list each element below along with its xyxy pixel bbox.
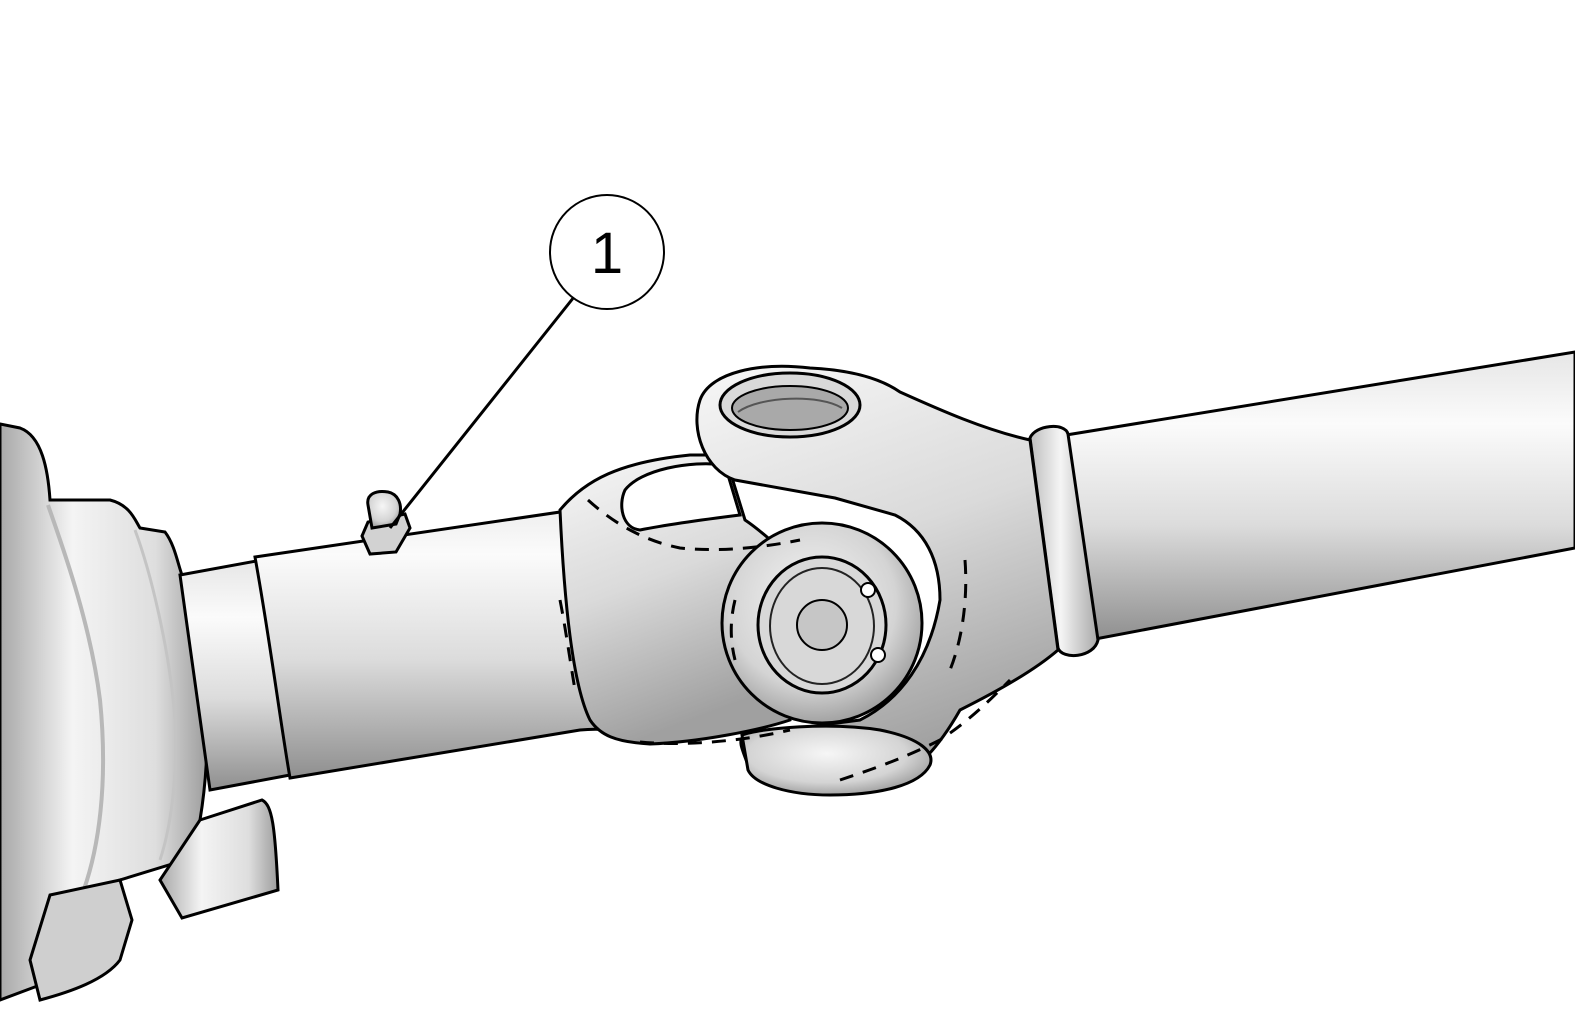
housing-lower-mount (28, 878, 134, 1002)
callout-leader-line (388, 296, 576, 529)
snap-ring-hole-top (860, 582, 876, 598)
callout-circle (549, 194, 665, 310)
bearing-cap (720, 521, 924, 725)
yoke-collar-ring (1028, 425, 1100, 657)
lower-bearing-cap (740, 724, 933, 797)
sleeve-yoke (558, 453, 792, 746)
parting-lines (558, 498, 1012, 782)
housing-step-edge (133, 529, 178, 861)
right-shaft-tube (1058, 350, 1575, 642)
grease-fitting (360, 490, 412, 556)
callout-1: 1 (388, 194, 665, 529)
snap-ring-hole-bottom (870, 647, 886, 663)
yoke-ear-bore-inner (731, 385, 849, 431)
housing-flange-edge (46, 504, 106, 901)
housing-lower-boss (158, 798, 280, 920)
callout-number: 1 (591, 221, 623, 286)
sleeve-yoke-slot (620, 462, 742, 532)
yoke-ear-bore-thread (737, 397, 843, 413)
